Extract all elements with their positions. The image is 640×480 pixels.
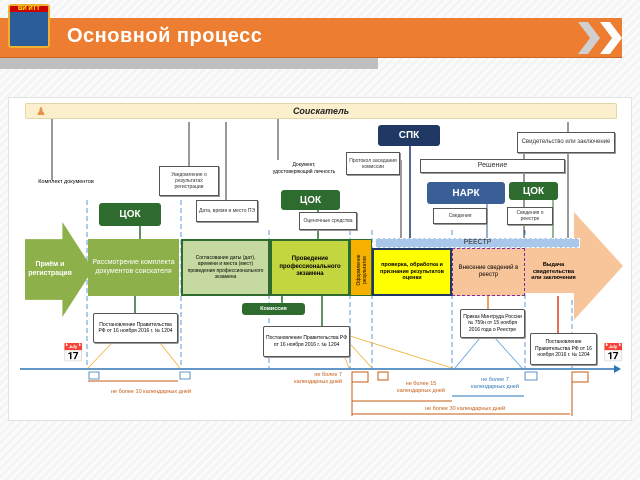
- person-icon: ♟: [36, 106, 46, 118]
- calendar-clock-icon: 📅: [62, 343, 85, 363]
- stage-registry-entry: Внесение сведений в реестр: [452, 248, 525, 296]
- header-underline: [0, 58, 378, 69]
- seeker-label: Соискатель: [292, 106, 350, 116]
- docs-set-label: Комплект документов: [38, 179, 94, 185]
- commission-box: Комиссия: [242, 303, 305, 315]
- registry-bar: РЕЕСТР: [375, 238, 580, 248]
- commission-protocol-doc: Протокол заседания комиссии: [346, 152, 400, 175]
- assessment-tools-doc: Оценочные средства: [299, 212, 357, 230]
- header-bar: [0, 18, 622, 58]
- stage-scheduling: Согласование даты (дат), времени и места…: [181, 239, 270, 296]
- stage-exam: Проведение профессионального экзамена: [270, 239, 350, 296]
- nark-box: НАРК: [427, 182, 505, 204]
- certificate-doc: Свидетельство или заключение: [517, 132, 615, 153]
- page-title: Основной процесс: [67, 25, 263, 47]
- stage-check: проверка, обработка и признание результа…: [372, 248, 452, 296]
- calendar-clock-icon: 📅: [602, 343, 625, 363]
- regulation-note: Постановление Правительства РФ от 16 ноя…: [93, 313, 178, 343]
- regulation-note: Постановление Правительства РФ от 16 ноя…: [530, 333, 597, 365]
- registry-info-doc: Сведения о реестре: [507, 207, 553, 225]
- regulation-note: Постановление Правительства РФ от 16 ноя…: [263, 326, 350, 357]
- timeline-label: не более 7 календарных дней: [471, 377, 519, 391]
- seeker-lane: ♟ Соискатель: [25, 103, 617, 119]
- decision-doc: Решение: [420, 159, 565, 173]
- stage-results-label: Оформление результатов: [356, 254, 368, 286]
- regulation-note: Приказ Минтруда России № 759н от 15 нояб…: [460, 309, 525, 338]
- stage-review: Рассмотрение комплекта документов соиска…: [88, 239, 179, 296]
- cok-box-right: ЦОК: [509, 182, 558, 200]
- cok-box-middle: ЦОК: [281, 190, 340, 210]
- stage-results: Оформление результатов: [350, 239, 372, 296]
- stage-issue: Выдача свидетельства или заключения: [531, 261, 576, 282]
- logo: ВИ ИТТ: [8, 4, 50, 48]
- timeline-label: не более 7 календарных дней: [294, 372, 342, 386]
- timeline-label: не более 30 календарных дней: [424, 406, 506, 412]
- spk-box: СПК: [378, 125, 440, 146]
- info-doc: Сведения: [433, 208, 487, 224]
- timeline-label: не более 10 календарных дней: [110, 389, 192, 395]
- cok-box-left: ЦОК: [99, 203, 161, 226]
- identity-doc-label: Документ, удостоверяющий личность: [272, 162, 336, 175]
- exam-date-doc: Дата, время и место ПЭ: [196, 200, 258, 222]
- timeline-label: не более 15 календарных дней: [397, 381, 445, 395]
- registration-notice-doc: Уведомление о результатах регистрации: [159, 166, 219, 196]
